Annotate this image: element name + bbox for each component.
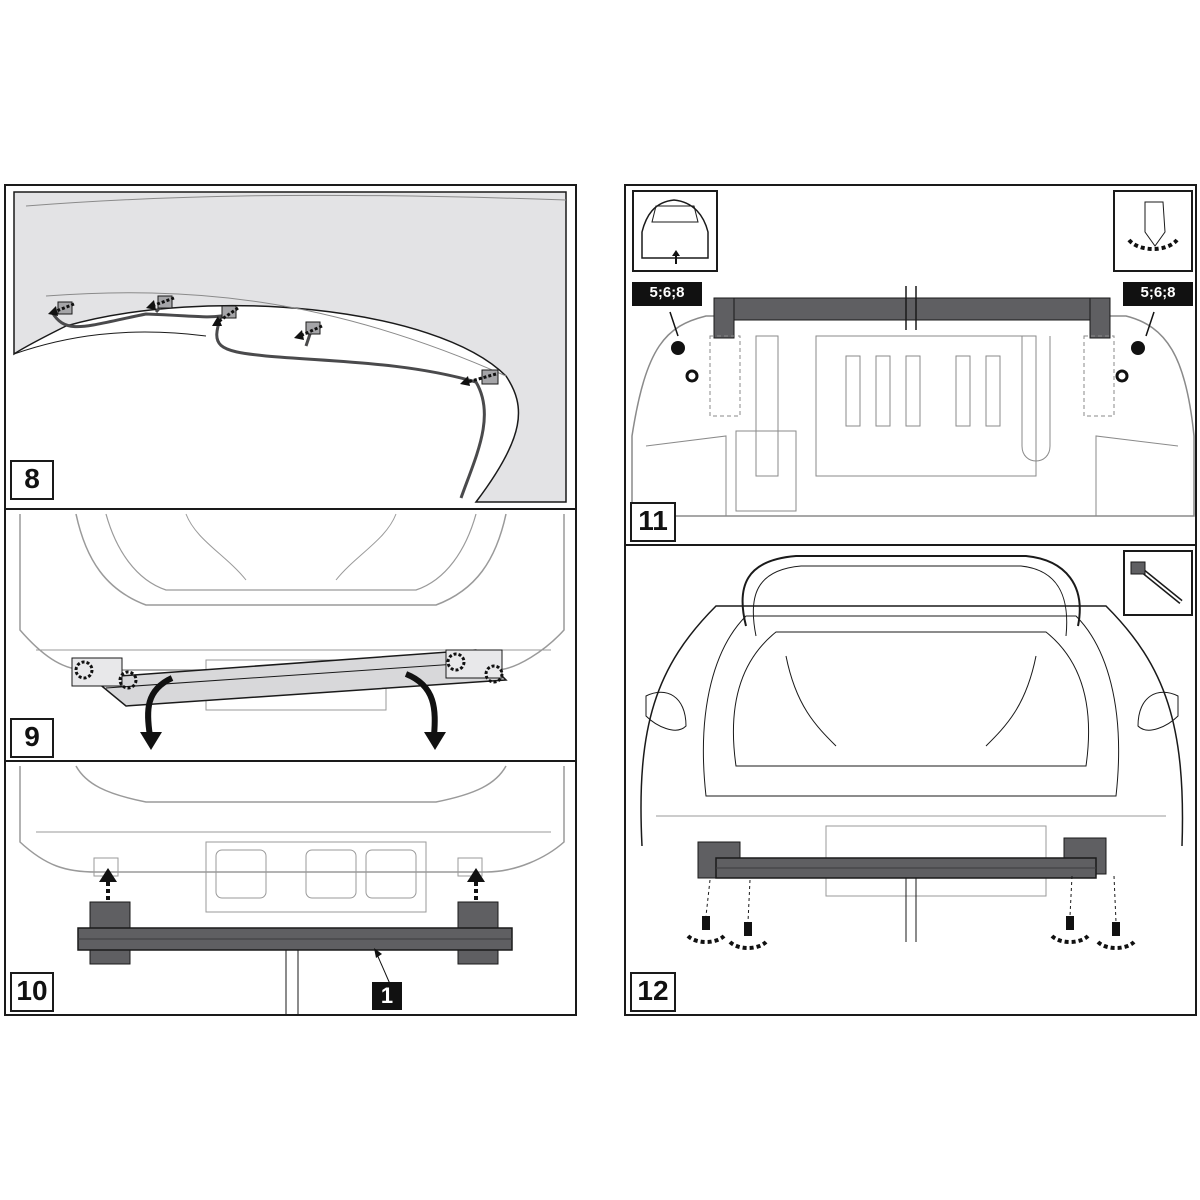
- panel-step-9: 9: [4, 508, 577, 762]
- tow-bar-bolting-illustration: [626, 546, 1195, 1014]
- unscrew-bolt-icon: [484, 664, 504, 684]
- bolt-icon: [1115, 341, 1145, 383]
- step-number: 11: [630, 502, 676, 542]
- tighten-torque-icon: [1127, 201, 1179, 251]
- unscrew-bolt-icon: [74, 660, 94, 680]
- car-rear-icon: [641, 199, 709, 264]
- rear-crossmember: [729, 297, 1095, 321]
- unscrew-bolt-icon: [446, 652, 466, 672]
- disconnect-arrow-icon: [48, 302, 75, 316]
- crossmember-mounting-illustration: [626, 186, 1195, 544]
- install-up-arrow-icon: [467, 868, 485, 900]
- disconnect-arrow-icon: [146, 296, 175, 310]
- parking-sensor: [221, 305, 237, 319]
- panel-step-8: 8: [4, 184, 577, 510]
- bolt-icon: [1096, 922, 1136, 950]
- install-up-arrow-icon: [99, 868, 117, 900]
- parking-sensor: [57, 301, 73, 315]
- disconnect-arrow-icon: [294, 324, 323, 340]
- bolt-icon: [1050, 916, 1090, 944]
- bolt-icon: [686, 916, 726, 944]
- hardware-tag-left: 5;6;8: [632, 282, 702, 306]
- step-number: 10: [10, 972, 54, 1012]
- rear-crossmember: [90, 649, 508, 707]
- hardware-tag-right: 5;6;8: [1123, 282, 1193, 306]
- bolt-icon: [671, 341, 699, 383]
- bolt-icon: [728, 922, 768, 950]
- socket-wrench-inset: [1123, 550, 1193, 616]
- socket-wrench-icon: [1130, 561, 1183, 604]
- disconnect-arrow-icon: [212, 306, 239, 326]
- panel-step-11: 5;6;8 5;6;8 11: [624, 184, 1197, 546]
- remove-down-arrow-icon: [404, 671, 446, 750]
- disconnect-arrow-icon: [460, 372, 497, 386]
- parking-sensor: [157, 295, 173, 309]
- tow-bar-install-illustration: [6, 762, 575, 1014]
- car-rear-view-inset: [632, 190, 718, 272]
- remove-down-arrow-icon: [140, 675, 174, 750]
- step-number: 8: [10, 460, 54, 500]
- step-number: 12: [630, 972, 676, 1012]
- unscrew-bolt-icon: [118, 670, 138, 690]
- torque-tool-inset: [1113, 190, 1193, 272]
- part-number-tag: 1: [372, 982, 402, 1010]
- panel-step-10: 1 10: [4, 760, 577, 1016]
- crossmember-removal-illustration: [6, 510, 575, 760]
- bumper-wiring-illustration: [6, 186, 575, 508]
- panel-step-12: 12: [624, 544, 1197, 1016]
- step-number: 9: [10, 718, 54, 758]
